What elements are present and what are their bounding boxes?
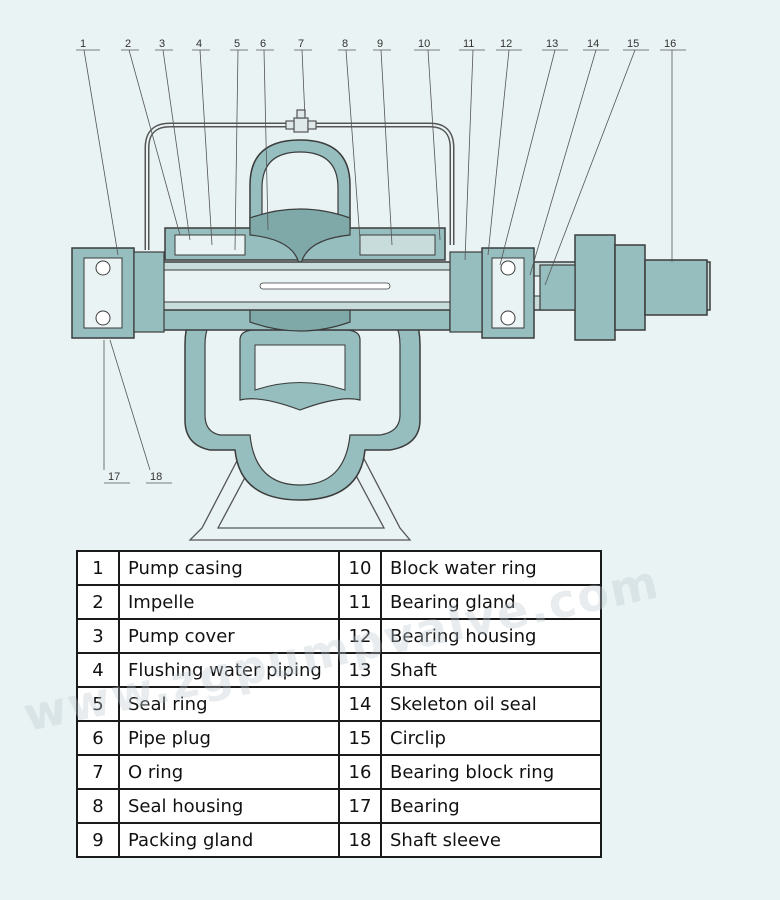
- part-name: Flushing water piping: [118, 652, 340, 688]
- left-bearing-housing: [71, 247, 165, 339]
- callout-7: 7: [298, 38, 304, 50]
- callout-12: 12: [500, 38, 512, 50]
- callout-14: 14: [587, 38, 599, 50]
- part-name: Skeleton oil seal: [380, 686, 602, 722]
- part-number: 14: [338, 686, 382, 722]
- part-number: 8: [76, 788, 120, 824]
- callout-16: 16: [664, 38, 676, 50]
- callout-numbers: 1 2 3 4 5 6 7 8 9 10 11 12 13 14 15 16 1…: [80, 38, 676, 483]
- part-number: 10: [338, 550, 382, 586]
- part-name: Pump casing: [118, 550, 340, 586]
- part-number: 3: [76, 618, 120, 654]
- part-name: Bearing housing: [380, 618, 602, 654]
- callout-18: 18: [150, 471, 162, 483]
- part-name: Circlip: [380, 720, 602, 756]
- part-number: 11: [338, 584, 382, 620]
- part-name: Pipe plug: [118, 720, 340, 756]
- part-name: Pump cover: [118, 618, 340, 654]
- callout-10: 10: [418, 38, 430, 50]
- part-number: 6: [76, 720, 120, 756]
- part-number: 4: [76, 652, 120, 688]
- part-name: Bearing gland: [380, 584, 602, 620]
- part-name: Impelle: [118, 584, 340, 620]
- part-number: 2: [76, 584, 120, 620]
- part-name: Packing gland: [118, 822, 340, 858]
- part-name: Bearing block ring: [380, 754, 602, 790]
- pump-cross-section-diagram: 1 2 3 4 5 6 7 8 9 10 11 12 13 14 15 16 1…: [71, 38, 711, 541]
- part-number: 15: [338, 720, 382, 756]
- part-number: 16: [338, 754, 382, 790]
- part-name: Block water ring: [380, 550, 602, 586]
- part-name: Shaft: [380, 652, 602, 688]
- callout-8: 8: [342, 38, 348, 50]
- part-number: 7: [76, 754, 120, 790]
- callout-4: 4: [196, 38, 202, 50]
- part-name: Shaft sleeve: [380, 822, 602, 858]
- callout-6: 6: [260, 38, 266, 50]
- part-number: 1: [76, 550, 120, 586]
- callout-9: 9: [377, 38, 383, 50]
- part-number: 13: [338, 652, 382, 688]
- callout-11: 11: [463, 38, 474, 50]
- callout-17: 17: [108, 471, 120, 483]
- callout-2: 2: [125, 38, 131, 50]
- part-number: 18: [338, 822, 382, 858]
- callout-1: 1: [80, 38, 86, 50]
- pipe-plug: [285, 109, 317, 133]
- callout-13: 13: [546, 38, 558, 50]
- part-name: Seal ring: [118, 686, 340, 722]
- callout-5: 5: [234, 38, 240, 50]
- part-name: Seal housing: [118, 788, 340, 824]
- callout-15: 15: [627, 38, 639, 50]
- part-name: Bearing: [380, 788, 602, 824]
- callout-3: 3: [159, 38, 165, 50]
- part-number: 9: [76, 822, 120, 858]
- part-name: O ring: [118, 754, 340, 790]
- part-number: 17: [338, 788, 382, 824]
- coupling: [539, 234, 708, 341]
- right-bearing-housing: [449, 247, 535, 339]
- pump-casing-lower: [184, 283, 421, 501]
- part-number: 12: [338, 618, 382, 654]
- leader-lines: [83, 49, 673, 471]
- part-number: 5: [76, 686, 120, 722]
